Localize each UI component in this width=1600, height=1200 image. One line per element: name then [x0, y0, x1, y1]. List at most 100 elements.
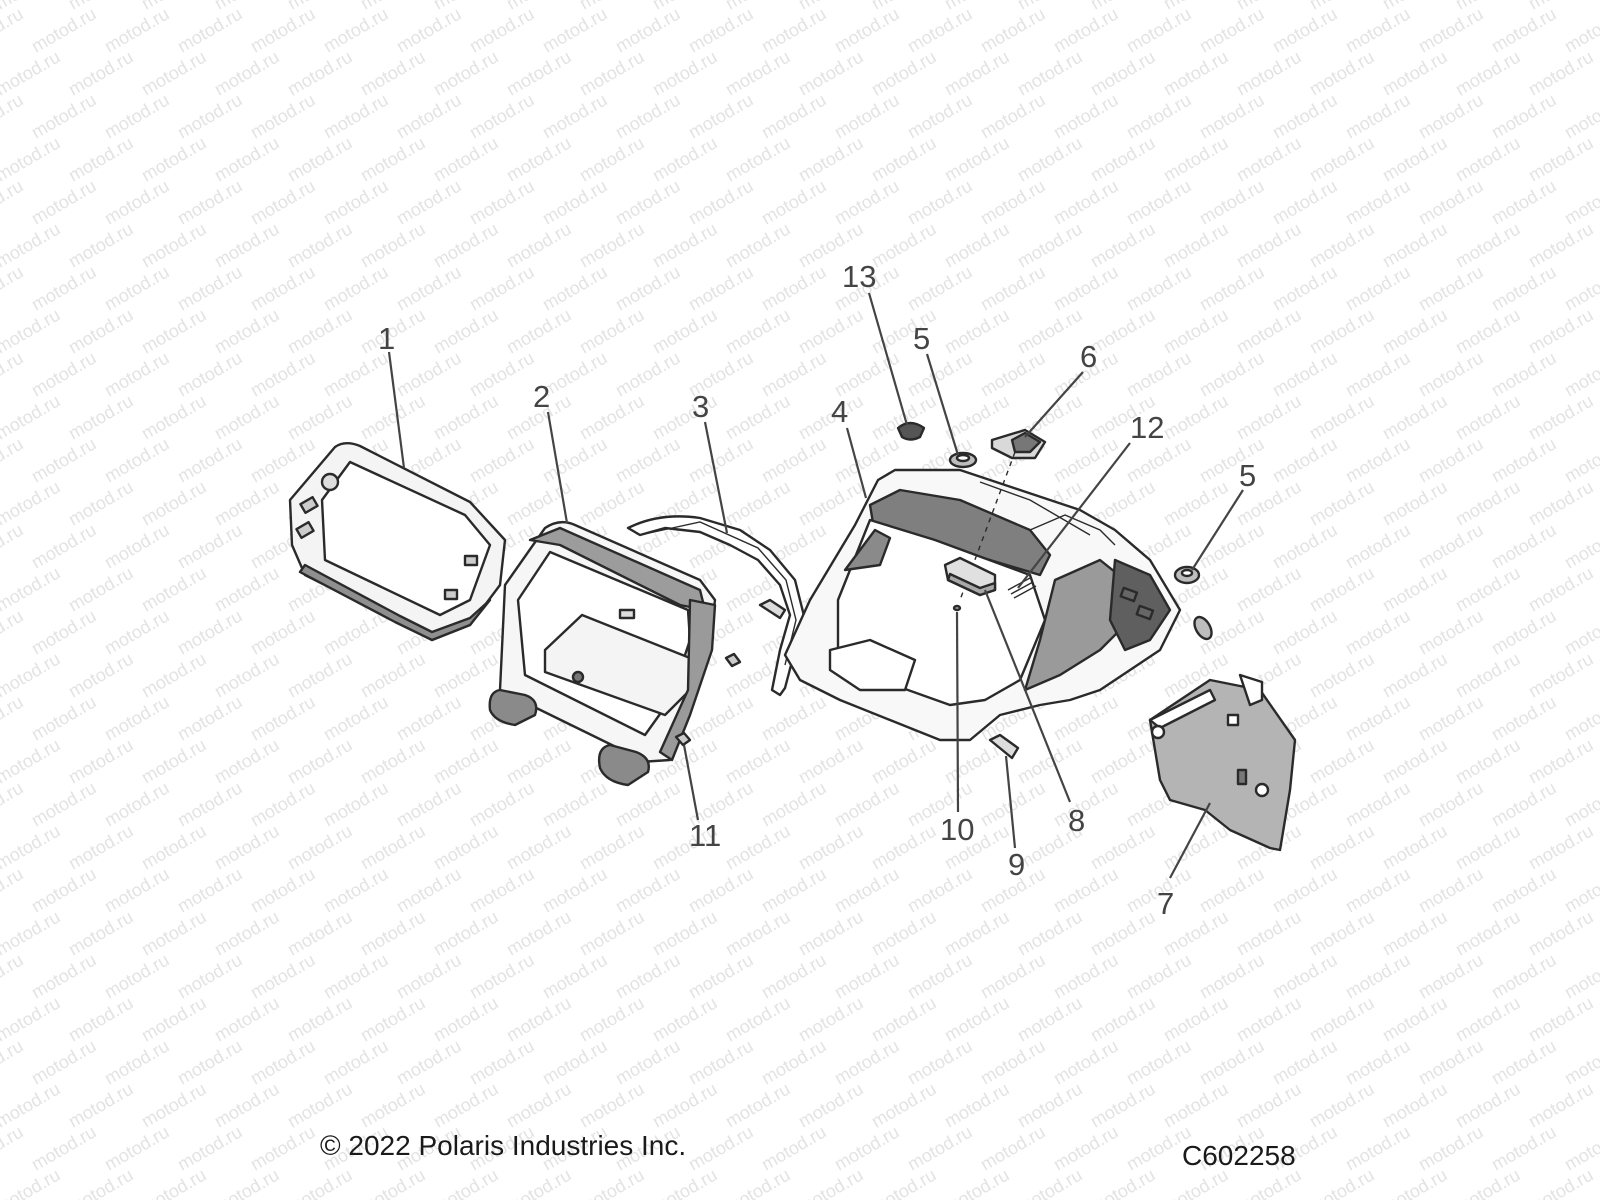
- watermark-text: motod.ru: [1269, 606, 1341, 659]
- callout-13: 13: [842, 259, 876, 294]
- watermark-text: motod.ru: [357, 1165, 429, 1200]
- watermark-text: motod.ru: [211, 1079, 283, 1132]
- watermark-text: motod.ru: [211, 907, 283, 960]
- watermark-text: motod.ru: [1488, 950, 1560, 1003]
- watermark-text: motod.ru: [1379, 1165, 1451, 1200]
- watermark-text: motod.ru: [612, 176, 684, 229]
- watermark-text: motod.ru: [649, 305, 721, 358]
- watermark-text: motod.ru: [722, 907, 794, 960]
- watermark-text: motod.ru: [1561, 520, 1600, 573]
- watermark-text: motod.ru: [1306, 907, 1378, 960]
- watermark-text: motod.ru: [357, 1079, 429, 1132]
- watermark-text: motod.ru: [758, 1036, 830, 1089]
- watermark-text: motod.ru: [612, 348, 684, 401]
- watermark-text: motod.ru: [65, 219, 137, 272]
- watermark-text: motod.ru: [868, 219, 940, 272]
- watermark-text: motod.ru: [284, 1165, 356, 1200]
- watermark-text: motod.ru: [503, 993, 575, 1046]
- watermark-text: motod.ru: [1452, 907, 1524, 960]
- watermark-text: motod.ru: [1014, 305, 1086, 358]
- watermark-text: motod.ru: [612, 778, 684, 831]
- watermark-text: motod.ru: [1452, 477, 1524, 530]
- leader-8: [983, 589, 1072, 803]
- watermark-text: motod.ru: [0, 692, 27, 745]
- watermark-text: motod.ru: [28, 262, 100, 315]
- watermark-text: motod.ru: [320, 176, 392, 229]
- watermark-text: motod.ru: [539, 778, 611, 831]
- callout-11: 11: [689, 818, 721, 853]
- watermark-text: motod.ru: [174, 1036, 246, 1089]
- watermark-text: motod.ru: [722, 477, 794, 530]
- watermark-text: motod.ru: [576, 305, 648, 358]
- watermark-text: motod.ru: [101, 434, 173, 487]
- watermark-text: motod.ru: [576, 47, 648, 100]
- watermark-text: motod.ru: [685, 950, 757, 1003]
- watermark-text: motod.ru: [1233, 47, 1305, 100]
- watermark-text: motod.ru: [138, 1079, 210, 1132]
- watermark-text: motod.ru: [1342, 434, 1414, 487]
- watermark-text: motod.ru: [1269, 434, 1341, 487]
- watermark-text: motod.ru: [211, 477, 283, 530]
- watermark-text: motod.ru: [795, 1165, 867, 1200]
- watermark-text: motod.ru: [758, 90, 830, 143]
- watermark-text: motod.ru: [1342, 606, 1414, 659]
- watermark-text: motod.ru: [1342, 1122, 1414, 1175]
- leader-6: [1024, 371, 1084, 438]
- watermark-text: motod.ru: [0, 1079, 64, 1132]
- leader-3: [703, 421, 729, 534]
- watermark-text: motod.ru: [612, 90, 684, 143]
- watermark-text: motod.ru: [101, 176, 173, 229]
- watermark-text: motod.ru: [1050, 1036, 1122, 1089]
- watermark-text: motod.ru: [174, 434, 246, 487]
- watermark-text: motod.ru: [1525, 477, 1597, 530]
- watermark-text: motod.ru: [138, 305, 210, 358]
- leader-7: [1169, 802, 1211, 879]
- watermark-text: motod.ru: [576, 821, 648, 874]
- watermark-text: motod.ru: [101, 606, 173, 659]
- part-5-grommet-a: [948, 451, 978, 469]
- watermark-text: motod.ru: [430, 133, 502, 186]
- watermark-text: motod.ru: [0, 821, 64, 874]
- watermark-text: motod.ru: [28, 434, 100, 487]
- watermark-text: motod.ru: [1342, 90, 1414, 143]
- watermark-text: motod.ru: [138, 47, 210, 100]
- watermark-text: motod.ru: [1488, 176, 1560, 229]
- watermark-text: motod.ru: [758, 176, 830, 229]
- watermark-text: motod.ru: [503, 735, 575, 788]
- watermark-text: motod.ru: [393, 950, 465, 1003]
- watermark-text: motod.ru: [284, 391, 356, 444]
- watermark-text: motod.ru: [1488, 90, 1560, 143]
- watermark-text: motod.ru: [941, 1165, 1013, 1200]
- watermark-text: motod.ru: [28, 950, 100, 1003]
- watermark-text: motod.ru: [1306, 649, 1378, 702]
- watermark-text: motod.ru: [174, 262, 246, 315]
- watermark-text: motod.ru: [649, 47, 721, 100]
- watermark-text: motod.ru: [320, 950, 392, 1003]
- watermark-text: motod.ru: [831, 176, 903, 229]
- watermark-text: motod.ru: [138, 1165, 210, 1200]
- watermark-text: motod.ru: [174, 606, 246, 659]
- watermark-text: motod.ru: [1233, 219, 1305, 272]
- watermark-text: motod.ru: [1488, 4, 1560, 57]
- callout-10: 10: [940, 812, 974, 847]
- watermark-text: motod.ru: [247, 778, 319, 831]
- watermark-text: motod.ru: [758, 692, 830, 745]
- watermark-text: motod.ru: [1306, 563, 1378, 616]
- watermark-text: motod.ru: [503, 1079, 575, 1132]
- watermark-text: motod.ru: [430, 1079, 502, 1132]
- watermark-text: motod.ru: [357, 735, 429, 788]
- leader-12: [1017, 442, 1131, 589]
- watermark-text: motod.ru: [941, 1079, 1013, 1132]
- watermark-text: motod.ru: [1525, 391, 1597, 444]
- watermark-text: motod.ru: [101, 520, 173, 573]
- watermark-text: motod.ru: [795, 821, 867, 874]
- watermark-text: motod.ru: [1379, 133, 1451, 186]
- watermark-text: motod.ru: [1452, 133, 1524, 186]
- watermark-text: motod.ru: [320, 864, 392, 917]
- callout-5a: 5: [913, 321, 930, 356]
- watermark-text: motod.ru: [1415, 692, 1487, 745]
- watermark-text: motod.ru: [1488, 606, 1560, 659]
- watermark-text: motod.ru: [539, 864, 611, 917]
- watermark-text: motod.ru: [430, 391, 502, 444]
- watermark-text: motod.ru: [1269, 176, 1341, 229]
